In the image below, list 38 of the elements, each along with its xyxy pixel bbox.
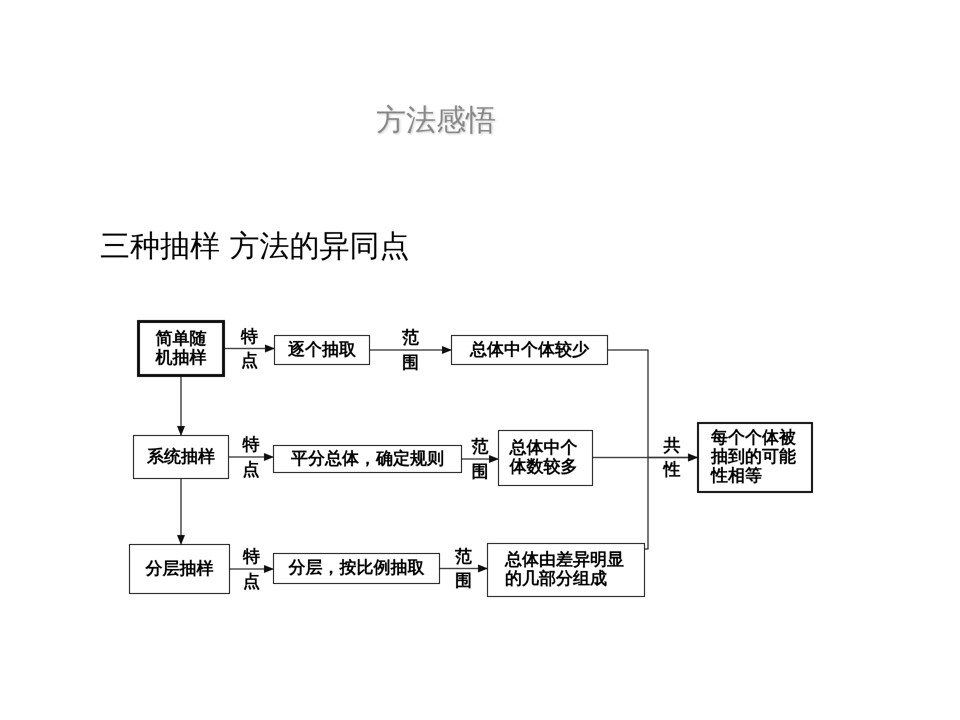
box-text: 平分总体，确定规则 [291,450,444,468]
process-box [487,543,645,597]
process-box [274,335,370,365]
edge-label: 共性 [664,434,680,482]
process-box [137,320,225,377]
box-text: 总体中个体较少 [470,340,589,360]
arrow [229,453,274,461]
box-text: 每个个体被抽到的可能性相等 [711,429,797,486]
process-box [697,422,813,493]
process-box [129,544,230,594]
box-text: 分层，按比例抽取 [288,559,424,578]
process-box [451,335,608,365]
process-box [133,435,229,479]
box-text: 总体由差异明显的几部分组成 [505,551,625,589]
arrow [225,344,275,352]
edge-label: 范围 [455,546,472,594]
arrow [462,455,499,463]
edge-label: 特点 [242,434,260,482]
box-text: 简单随机抽样 [154,330,208,368]
process-box [273,445,462,473]
edge-label: 范围 [472,436,488,484]
arrow [230,565,274,573]
box-text: 总体中个体数较多 [510,439,578,477]
subheading: 三种抽样 方法的异同点 [100,228,410,266]
arrow [177,377,185,436]
edge-label: 范围 [402,327,419,375]
arrow [645,454,698,550]
edge-label: 特点 [241,326,258,374]
process-box [498,430,593,486]
box-text: 逐个抽取 [288,340,356,360]
arrow [177,479,185,545]
box-text: 分层抽样 [146,560,214,578]
process-box [273,553,440,584]
arrow [440,564,488,572]
box-text: 系统抽样 [147,448,215,466]
edge-label: 特点 [243,546,260,594]
heading: 方法感悟 [376,102,496,140]
arrow [370,346,452,354]
